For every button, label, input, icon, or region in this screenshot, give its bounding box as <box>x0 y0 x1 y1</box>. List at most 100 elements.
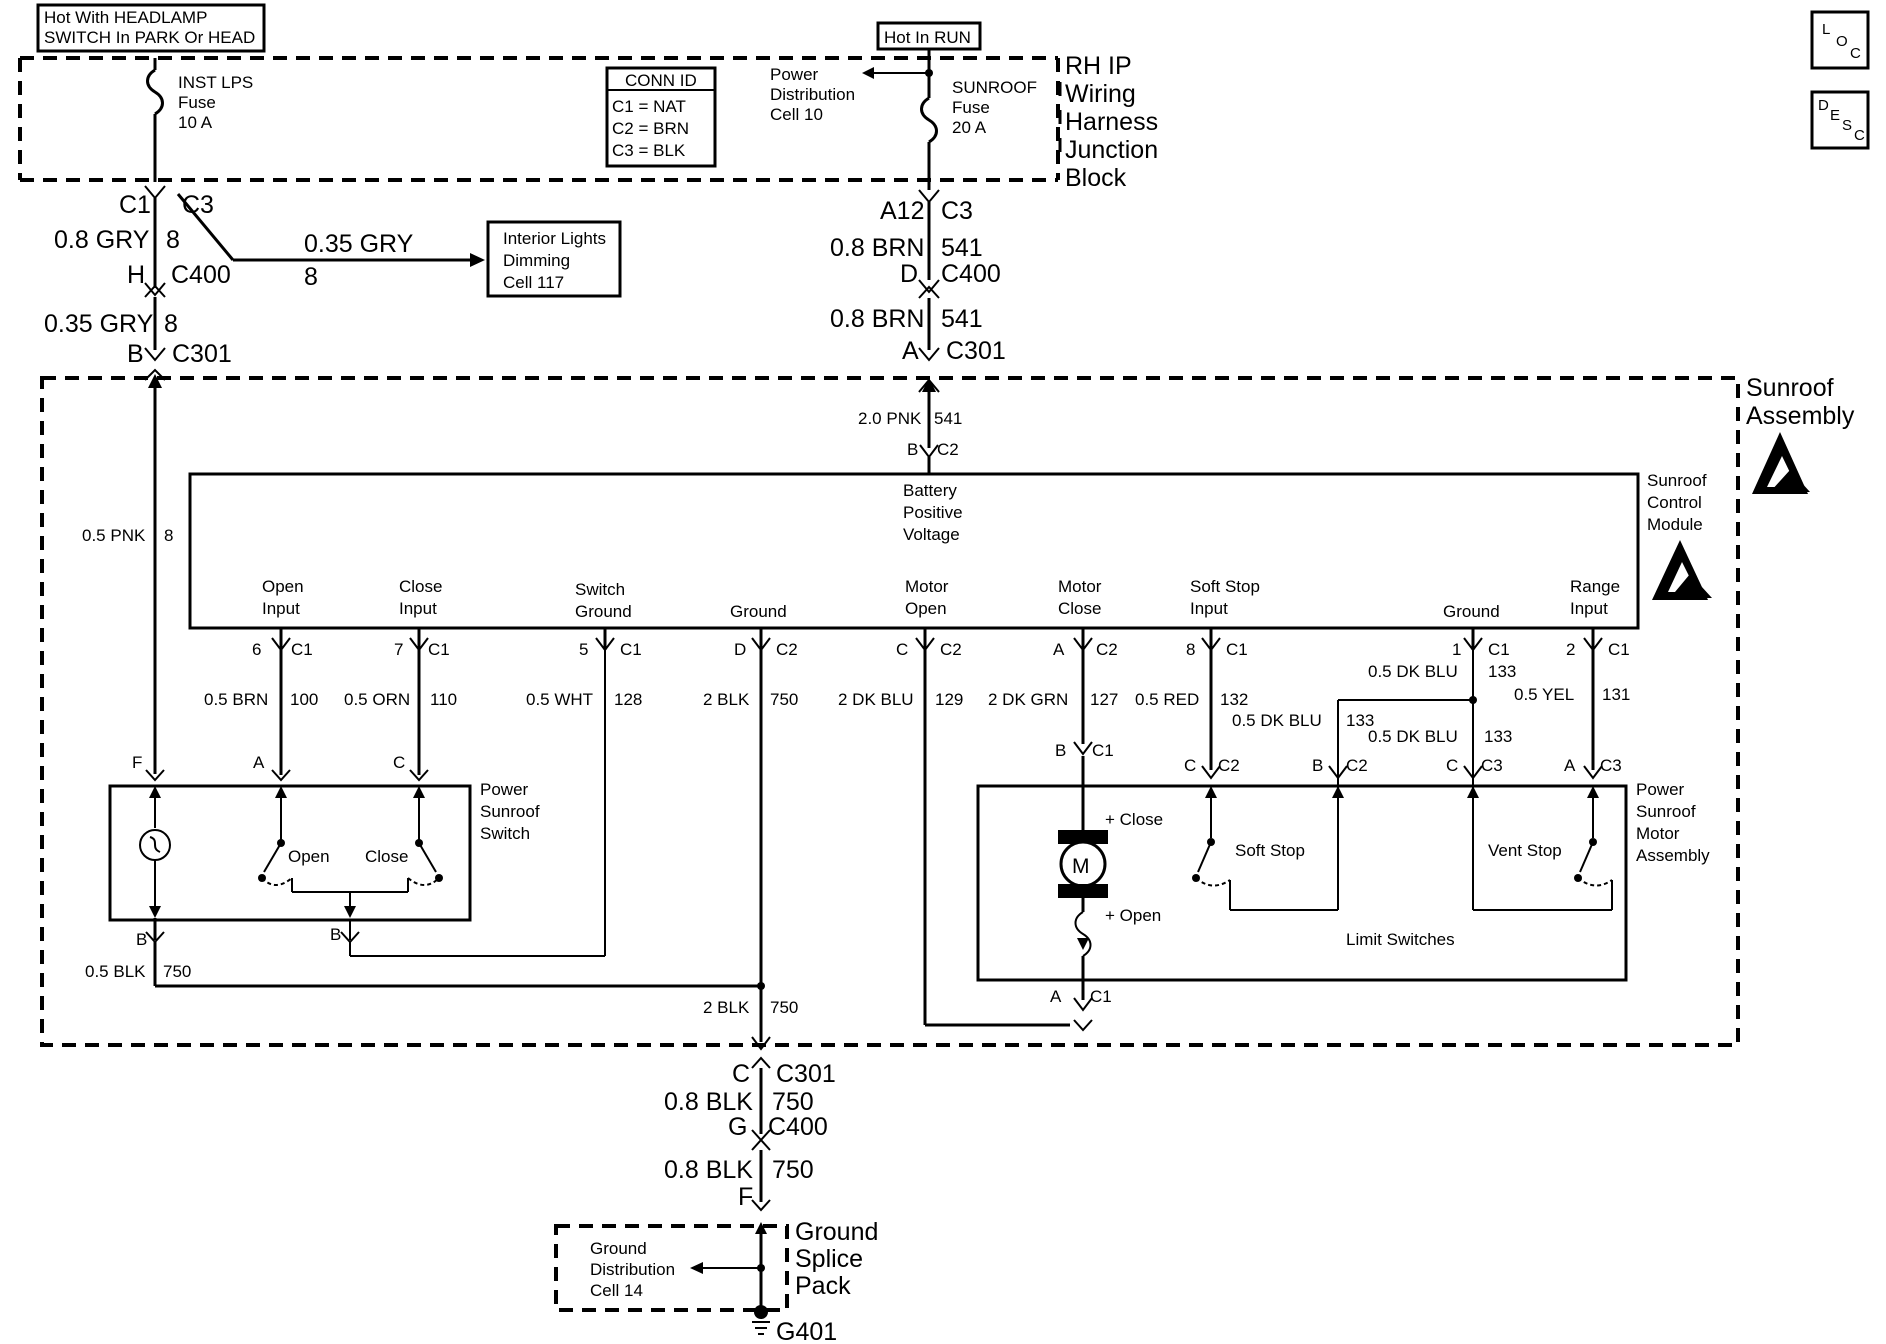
svg-text:750: 750 <box>770 690 798 709</box>
svg-text:Motor: Motor <box>1636 824 1680 843</box>
svg-text:D: D <box>734 640 746 659</box>
esd-warning-icon-module <box>1652 540 1712 600</box>
svg-text:C2: C2 <box>776 640 798 659</box>
svg-text:G401: G401 <box>776 1318 837 1344</box>
svg-text:C400: C400 <box>768 1113 828 1141</box>
svg-text:0.35 GRY: 0.35 GRY <box>44 310 154 338</box>
svg-text:8: 8 <box>166 226 180 254</box>
headlamp-power-source: Hot With HEADLAMP SWITCH In PARK Or HEAD <box>36 3 266 53</box>
svg-text:Dimming: Dimming <box>503 251 570 270</box>
svg-text:C: C <box>1850 45 1861 62</box>
svg-text:Motor: Motor <box>905 577 949 596</box>
svg-text:0.8 GRY: 0.8 GRY <box>54 226 150 254</box>
svg-text:C1: C1 <box>1226 640 1248 659</box>
svg-text:C301: C301 <box>946 337 1006 365</box>
svg-text:C: C <box>393 753 405 772</box>
svg-text:10 A: 10 A <box>178 113 213 132</box>
svg-text:INST LPS: INST LPS <box>178 73 253 92</box>
svg-text:Fuse: Fuse <box>952 98 990 117</box>
svg-text:C301: C301 <box>172 340 232 368</box>
svg-text:Close: Close <box>1058 599 1101 618</box>
svg-text:133: 133 <box>1488 662 1516 681</box>
svg-text:C2: C2 <box>937 440 959 459</box>
svg-text:C: C <box>896 640 908 659</box>
power-sunroof-motor-assembly: Power Sunroof Motor Assembly B C1 M + Cl… <box>923 650 1710 1032</box>
svg-text:1: 1 <box>1452 640 1461 659</box>
svg-text:2.0 PNK: 2.0 PNK <box>858 409 922 428</box>
svg-text:Hot In RUN: Hot In RUN <box>884 28 971 47</box>
svg-text:0.5 ORN: 0.5 ORN <box>344 690 410 709</box>
run-power-source: Hot In RUN <box>876 21 982 51</box>
svg-text:Distribution: Distribution <box>770 85 855 104</box>
svg-text:E: E <box>1830 107 1840 124</box>
location-icon[interactable]: L O C <box>1810 10 1870 70</box>
module-inputs: Open Input 6 C1 0.5 BRN 100 Close Input … <box>204 577 1630 709</box>
svg-text:Hot With HEADLAMP: Hot With HEADLAMP <box>44 8 207 27</box>
svg-text:128: 128 <box>614 690 642 709</box>
svg-text:20 A: 20 A <box>952 118 987 137</box>
svg-text:Interior Lights: Interior Lights <box>503 229 606 248</box>
svg-text:Input: Input <box>262 599 300 618</box>
svg-text:L: L <box>1822 21 1830 38</box>
svg-text:Cell 117: Cell 117 <box>503 273 564 292</box>
svg-text:Ground: Ground <box>795 1218 878 1246</box>
range-input-pin: Range Input 2 C1 0.5 YEL 131 <box>1514 577 1630 704</box>
svg-text:0.8 BRN: 0.8 BRN <box>830 234 924 262</box>
svg-text:Switch: Switch <box>480 824 530 843</box>
svg-text:Input: Input <box>399 599 437 618</box>
svg-text:Ground: Ground <box>1443 602 1500 621</box>
svg-text:133: 133 <box>1484 727 1512 746</box>
svg-text:+ Close: + Close <box>1105 810 1163 829</box>
svg-text:C1: C1 <box>1092 741 1114 760</box>
svg-text:B: B <box>330 925 341 944</box>
svg-text:A12: A12 <box>880 197 924 225</box>
svg-text:C2: C2 <box>1096 640 1118 659</box>
svg-text:S: S <box>1842 117 1852 134</box>
sunroof-fuse: SUNROOF Fuse 20 A <box>862 49 1037 190</box>
svg-text:Power: Power <box>770 65 819 84</box>
svg-text:C301: C301 <box>776 1060 836 1088</box>
module-pin-stubs <box>279 628 1595 650</box>
svg-text:Wiring: Wiring <box>1065 80 1136 108</box>
svg-text:Vent Stop: Vent Stop <box>1488 841 1562 860</box>
svg-text:Positive: Positive <box>903 503 963 522</box>
svg-text:C3: C3 <box>1600 756 1622 775</box>
svg-text:C: C <box>732 1060 750 1088</box>
svg-text:Close: Close <box>365 847 408 866</box>
switch-illumination-feed: 0.5 PNK 8 <box>82 374 173 774</box>
svg-text:131: 131 <box>1602 685 1630 704</box>
svg-text:C1: C1 <box>620 640 642 659</box>
svg-text:Distribution: Distribution <box>590 1260 675 1279</box>
svg-text:0.5 BLK: 0.5 BLK <box>85 962 146 981</box>
svg-text:Cell 14: Cell 14 <box>590 1281 643 1300</box>
svg-text:Limit Switches: Limit Switches <box>1346 930 1455 949</box>
svg-text:Power: Power <box>1636 780 1685 799</box>
svg-text:0.5 DK BLU: 0.5 DK BLU <box>1368 727 1458 746</box>
svg-text:110: 110 <box>430 690 457 709</box>
svg-text:C1: C1 <box>1488 640 1510 659</box>
svg-text:C: C <box>1184 756 1196 775</box>
svg-text:Open: Open <box>288 847 330 866</box>
ground-splice-pack: Ground Splice Pack Ground Distribution C… <box>554 1218 878 1344</box>
svg-text:B: B <box>127 340 144 368</box>
svg-text:Close: Close <box>399 577 442 596</box>
svg-text:Soft Stop: Soft Stop <box>1235 841 1305 860</box>
svg-text:A: A <box>253 753 265 772</box>
svg-text:750: 750 <box>770 998 798 1017</box>
svg-text:Sunroof: Sunroof <box>1746 374 1834 402</box>
svg-text:C1: C1 <box>428 640 450 659</box>
module-battery-feed: 2.0 PNK 541 B C2 <box>858 378 962 474</box>
svg-text:0.5 DK BLU: 0.5 DK BLU <box>1232 711 1322 730</box>
svg-text:0.5 RED: 0.5 RED <box>1135 690 1199 709</box>
svg-text:541: 541 <box>941 234 983 262</box>
svg-text:0.8 BLK: 0.8 BLK <box>664 1156 753 1184</box>
description-icon[interactable]: D E S C <box>1810 90 1870 150</box>
svg-text:D: D <box>1818 97 1829 114</box>
svg-text:C2 = BRN: C2 = BRN <box>612 119 689 138</box>
svg-text:Splice: Splice <box>795 1245 863 1273</box>
svg-text:0.5 BRN: 0.5 BRN <box>204 690 268 709</box>
svg-text:Junction: Junction <box>1065 136 1158 164</box>
svg-text:Ground: Ground <box>575 602 632 621</box>
svg-text:129: 129 <box>935 690 963 709</box>
svg-text:Input: Input <box>1190 599 1228 618</box>
